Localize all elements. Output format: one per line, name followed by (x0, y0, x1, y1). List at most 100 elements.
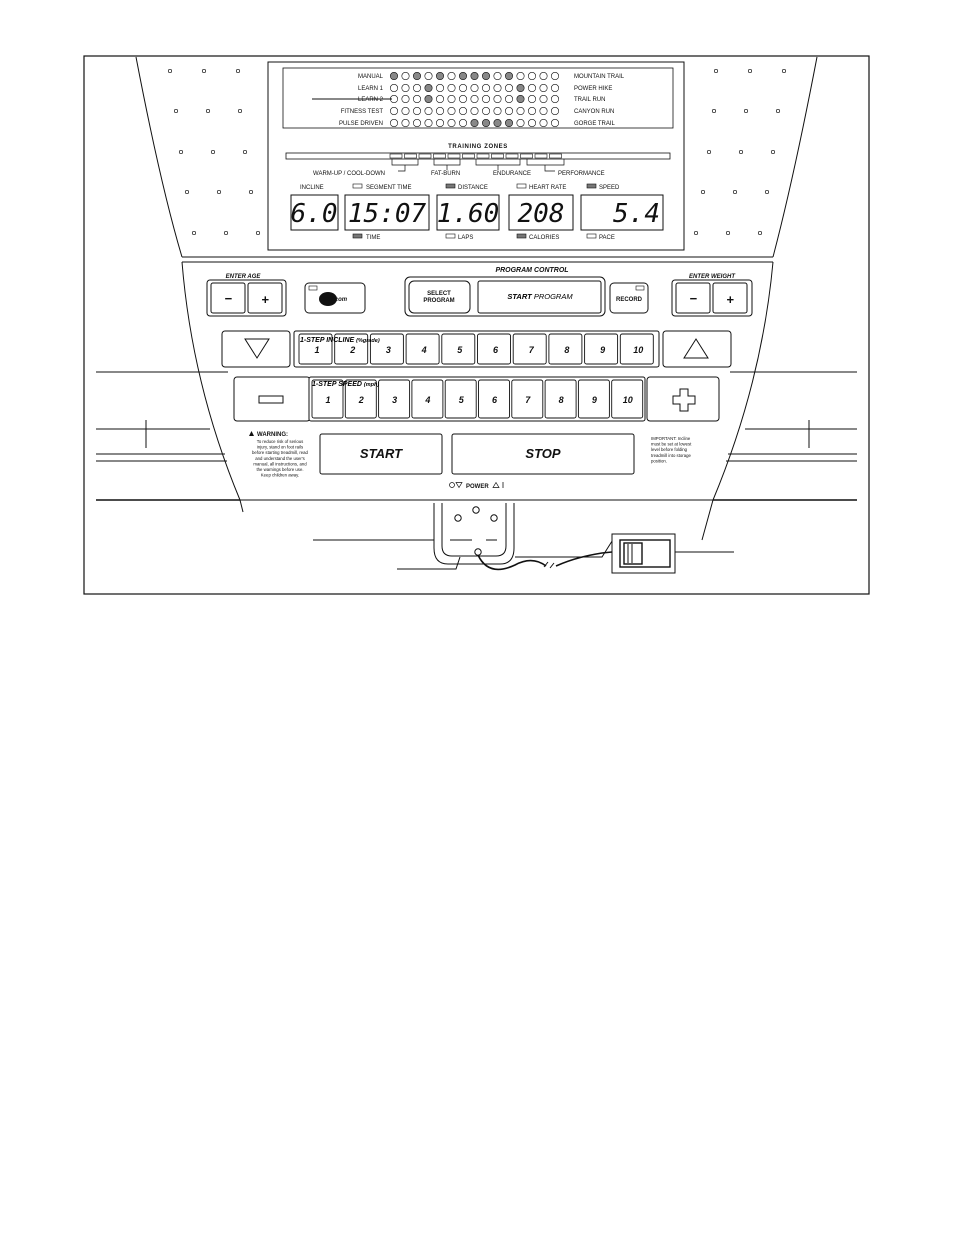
distance-display (436, 194, 500, 231)
incline-display (290, 194, 339, 231)
callout-line-frame (515, 537, 615, 558)
zone-bracket (475, 159, 521, 170)
incline-key-9[interactable]: 9 (584, 333, 619, 365)
power-up-triangle-icon (492, 481, 500, 488)
stop-button[interactable]: STOP (451, 433, 635, 475)
speed-up-button[interactable] (646, 376, 720, 422)
zone-bracket (391, 159, 419, 172)
speaker-hole (205, 108, 211, 114)
speaker-hole (706, 149, 712, 155)
calories-label: CALORIES (529, 235, 559, 241)
incline-key-label: 1 (314, 345, 319, 355)
zone-led (462, 153, 475, 159)
speed-label: SPEED (599, 185, 620, 191)
matrix-led (389, 119, 398, 128)
console-base-outline (239, 499, 714, 541)
speaker-hole (700, 189, 706, 195)
handrail-right (713, 371, 857, 501)
matrix-led (504, 72, 513, 81)
important-line: position. (651, 458, 667, 463)
important-line: IMPORTANT: Incline (651, 436, 691, 441)
speaker-hole (178, 149, 184, 155)
incline-up-button[interactable] (662, 330, 732, 368)
training-zone-brackets (391, 159, 565, 172)
heart-display (508, 194, 574, 231)
matrix-led (458, 107, 467, 116)
zone-bracket (433, 159, 461, 170)
incline-key-label: 5 (457, 345, 463, 355)
speed-key-7[interactable]: 7 (511, 379, 544, 419)
speed-key-5[interactable]: 5 (444, 379, 477, 419)
speaker-hole (693, 230, 699, 236)
speed-key-1[interactable]: 1 (311, 379, 344, 419)
heart-value: 208 (518, 199, 565, 229)
age-minus-button[interactable]: − (210, 282, 246, 314)
incline-key-6[interactable]: 6 (477, 333, 511, 365)
start-button[interactable]: START (319, 433, 443, 475)
warning-line: injury, stand on foot rails (257, 445, 303, 450)
program-name-left: LEARN 2 (358, 97, 384, 103)
matrix-led (470, 72, 479, 81)
incline-row-title: 1-STEP INCLINE (%grade) (300, 337, 380, 344)
incline-key-10[interactable]: 10 (619, 333, 654, 365)
speed-key-3[interactable]: 3 (378, 379, 411, 419)
select-program-button[interactable]: SELECT PROGRAM (408, 280, 471, 314)
incline-key-5[interactable]: 5 (441, 333, 476, 365)
age-plus-button[interactable]: + (247, 282, 283, 314)
incline-key-8[interactable]: 8 (548, 333, 583, 365)
matrix-led (412, 107, 421, 116)
speed-key-2[interactable]: 2 (344, 379, 377, 419)
incline-key-2[interactable]: 2 (334, 333, 369, 365)
speaker-hole (738, 149, 744, 155)
heart-rate-led (516, 183, 527, 189)
display-panel (267, 61, 685, 251)
power-switch[interactable] (611, 533, 676, 574)
incline-key-1[interactable]: 1 (298, 333, 333, 365)
speed-key-label: 3 (392, 395, 397, 405)
incline-key-3[interactable]: 3 (369, 333, 404, 365)
speed-key-6[interactable]: 6 (478, 379, 510, 419)
matrix-led (435, 72, 444, 81)
speaker-hole (237, 108, 243, 114)
program-name-left: PULSE DRIVEN (339, 121, 383, 127)
matrix-led (435, 84, 444, 93)
speed-down-button[interactable] (233, 376, 311, 422)
program-name-right: CANYON RUN (574, 109, 614, 115)
incline-key-7[interactable]: 7 (512, 333, 547, 365)
speed-key-10[interactable]: 10 (611, 379, 644, 419)
speed-key-9[interactable]: 9 (577, 379, 610, 419)
speed-key-label: 6 (492, 395, 498, 405)
matrix-led (412, 72, 421, 81)
power-off-icon (449, 482, 455, 488)
speed-key-4[interactable]: 4 (411, 379, 444, 419)
program-matrix-frame (282, 67, 674, 129)
incline-key-label: 2 (349, 345, 355, 355)
zone-led (433, 153, 446, 159)
matrix-led (447, 72, 456, 81)
start-program-bold: START (507, 292, 533, 301)
matrix-led (550, 119, 559, 128)
distance-label: DISTANCE (458, 185, 488, 191)
matrix-led (470, 95, 479, 104)
incline-key-label: 10 (633, 345, 643, 355)
speed-value: 5.4 (613, 199, 660, 229)
matrix-led (516, 72, 525, 81)
matrix-led (539, 95, 548, 104)
incline-row-unit: (%grade) (356, 338, 380, 344)
incline-key-label: 6 (493, 345, 499, 355)
start-program-button[interactable]: START PROGRAM (477, 280, 602, 314)
incline-key-label: 9 (600, 345, 605, 355)
pace-led (586, 233, 597, 239)
speed-key-8[interactable]: 8 (544, 379, 577, 419)
weight-minus-button[interactable]: − (675, 282, 711, 314)
incline-down-button[interactable] (221, 330, 291, 368)
zone-label-performance: PERFORMANCE (558, 171, 605, 177)
record-label: RECORD (616, 297, 643, 303)
weight-plus-button[interactable]: + (712, 282, 748, 314)
training-zone-leds (389, 153, 562, 159)
ifit-logo-button[interactable]: iFIT.com (304, 282, 366, 314)
triangle-down-icon (244, 338, 270, 359)
record-button[interactable]: RECORD (609, 282, 649, 314)
incline-row-title-main: 1-STEP INCLINE (300, 337, 355, 344)
incline-key-4[interactable]: 4 (405, 333, 440, 365)
